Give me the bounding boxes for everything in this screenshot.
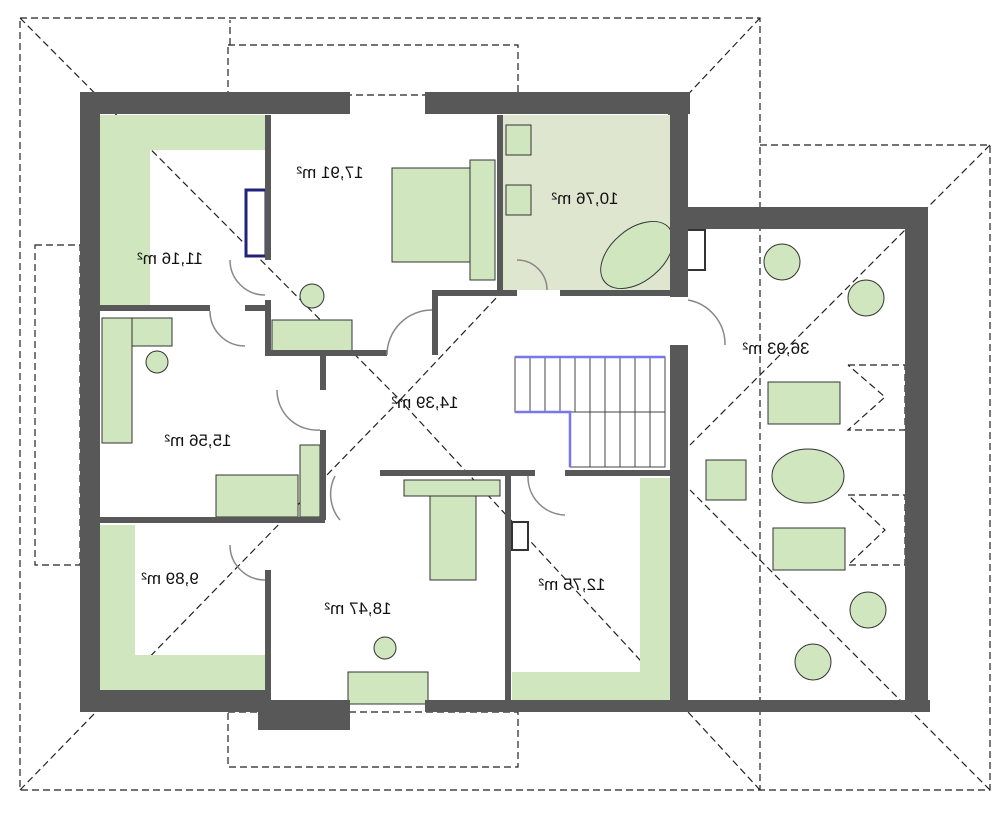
room-area-label: 17,91 m² [296, 163, 363, 182]
dining-table [771, 448, 845, 504]
room-area-label: 15,56 m² [164, 431, 231, 450]
pot [373, 636, 397, 660]
plant-icon [794, 643, 832, 681]
plant-icon [849, 591, 887, 629]
room-area-label: 10,76 m² [551, 189, 618, 208]
room-area-label: 9,89 m² [141, 569, 199, 588]
doors [209, 259, 726, 581]
built-in-furniture [100, 115, 887, 705]
double-bed [391, 167, 477, 263]
room-area-label: 36,93 m² [742, 339, 809, 358]
plant-icon [847, 279, 885, 317]
room-area-label: 11,16 m² [137, 249, 203, 268]
sofa [772, 527, 846, 571]
stove-icon [511, 521, 529, 551]
single-bed [429, 479, 477, 581]
bathtub [600, 220, 674, 290]
plant-icon [763, 243, 801, 281]
walls [80, 92, 930, 730]
stove-icon [686, 229, 706, 271]
armchair [705, 459, 747, 501]
roof-outline [19, 17, 991, 791]
staircase [514, 355, 666, 468]
sofa [767, 381, 841, 425]
pot [299, 283, 325, 309]
room-area-label: 14,39 m² [391, 393, 458, 412]
room-area-labels: 17,91 m² 10,76 m² 11,16 m² 36,93 m² 14,3… [137, 163, 810, 618]
room-area-label: 18,47 m² [324, 599, 391, 618]
room-area-label: 12,75 m² [538, 575, 605, 594]
stove-icon [244, 188, 268, 258]
